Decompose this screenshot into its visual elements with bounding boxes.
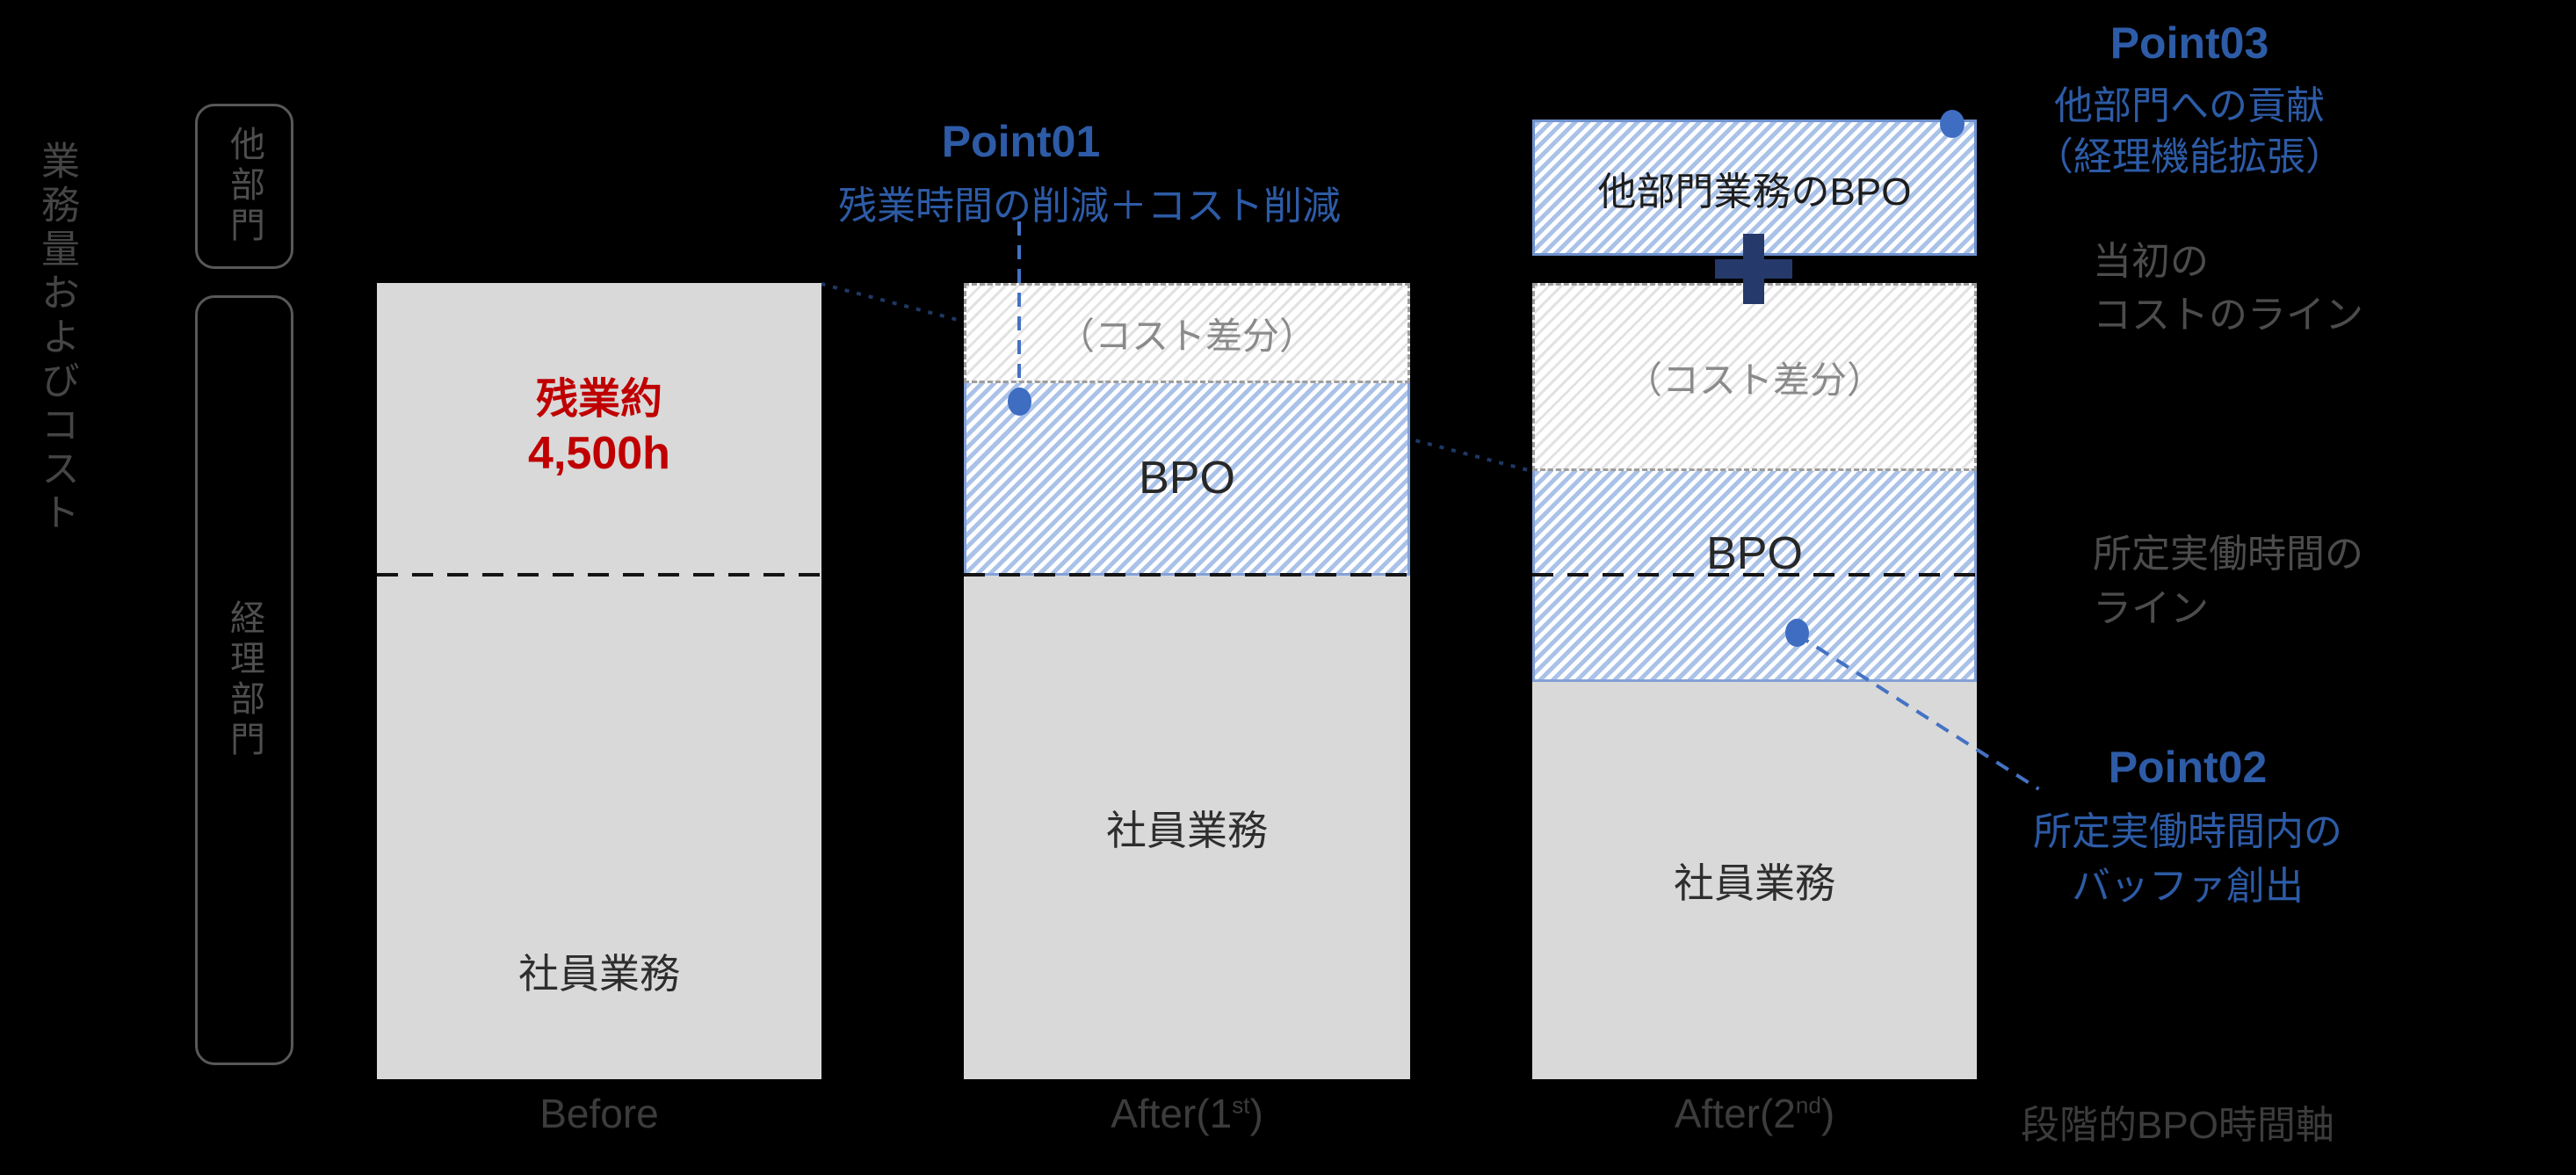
bracket-other-dept-label: 他部門 bbox=[225, 126, 264, 247]
point01-leader-line bbox=[1017, 221, 1021, 390]
point02-dot bbox=[1785, 619, 1809, 647]
point03-body-line2: （経理機能拡張） bbox=[2035, 135, 2344, 178]
point01-dot bbox=[1008, 388, 1031, 416]
after2-employee-section: 社員業務 bbox=[1532, 682, 1977, 1079]
bar-after-1st: （コスト差分） BPO 社員業務 bbox=[964, 283, 1410, 1079]
x-axis-name: 段階的BPO時間軸 bbox=[2021, 1104, 2334, 1147]
initial-cost-line-label-2: コストのライン bbox=[2093, 294, 2363, 337]
y-axis-label: 業務量およびコスト bbox=[35, 141, 78, 536]
after1-employee-section: 社員業務 bbox=[964, 576, 1410, 1079]
overtime-line1: 残業約 bbox=[535, 376, 662, 423]
after1-employee-label: 社員業務 bbox=[1106, 807, 1268, 853]
point03-title: Point03 bbox=[2109, 18, 2269, 68]
point03-body-line1: 他部門への貢献 bbox=[2054, 84, 2325, 127]
overtime-text: 残業約 4,500h bbox=[377, 374, 821, 482]
scheduled-hours-line-after1 bbox=[964, 573, 1410, 577]
x-label-after-2nd: After(2nd) bbox=[1674, 1091, 1835, 1136]
plus-icon bbox=[1715, 234, 1792, 304]
bracket-accounting-dept-label: 経理部門 bbox=[225, 599, 264, 761]
after1-cost-diff-section: （コスト差分） bbox=[964, 283, 1410, 383]
after1-bpo-label: BPO bbox=[1139, 453, 1235, 504]
x-label-before: Before bbox=[539, 1091, 659, 1136]
after2-cost-diff-section: （コスト差分） bbox=[1532, 283, 1977, 471]
after2-employee-label: 社員業務 bbox=[1674, 860, 1835, 906]
bar-after-2nd: （コスト差分） BPO 社員業務 bbox=[1532, 283, 1977, 1079]
bar-before: 残業約 4,500h 社員業務 bbox=[377, 283, 821, 1079]
initial-cost-line-label-1: 当初の bbox=[2093, 240, 2209, 283]
overtime-line2: 4,500h bbox=[528, 428, 670, 479]
after2-bpo-section: BPO bbox=[1532, 471, 1977, 682]
other-dept-bpo-box: 他部門業務のBPO bbox=[1532, 120, 1977, 256]
scheduled-hours-line-before bbox=[377, 573, 821, 577]
after1-bpo-section: BPO bbox=[964, 383, 1410, 576]
before-employee-label: 社員業務 bbox=[518, 951, 680, 997]
point02-body-line1: 所定実働時間内の bbox=[2033, 810, 2342, 853]
point02-body-line2: バッファ創出 bbox=[2072, 865, 2304, 908]
after2-bpo-label: BPO bbox=[1706, 528, 1803, 579]
scheduled-hours-line-label-2: ライン bbox=[2093, 587, 2209, 630]
scheduled-hours-line-label-1: 所定実働時間の bbox=[2093, 533, 2363, 576]
other-dept-bpo-label: 他部門業務のBPO bbox=[1597, 170, 1912, 214]
point01-body: 残業時間の削減＋コスト削減 bbox=[838, 185, 1341, 228]
scheduled-hours-line-after2 bbox=[1532, 573, 1977, 577]
point03-leader-line bbox=[1965, 65, 2041, 112]
x-label-after-1st: After(1st) bbox=[1111, 1091, 1263, 1136]
point03-dot bbox=[1940, 110, 1965, 138]
point02-title: Point02 bbox=[2108, 743, 2268, 792]
bracket-accounting-dept: 経理部門 bbox=[195, 295, 293, 1065]
after2-cost-diff-label: （コスト差分） bbox=[1624, 359, 1884, 401]
after1-cost-diff-label: （コスト差分） bbox=[1057, 315, 1316, 357]
point01-title: Point01 bbox=[941, 117, 1101, 166]
bracket-other-dept: 他部門 bbox=[195, 104, 293, 269]
